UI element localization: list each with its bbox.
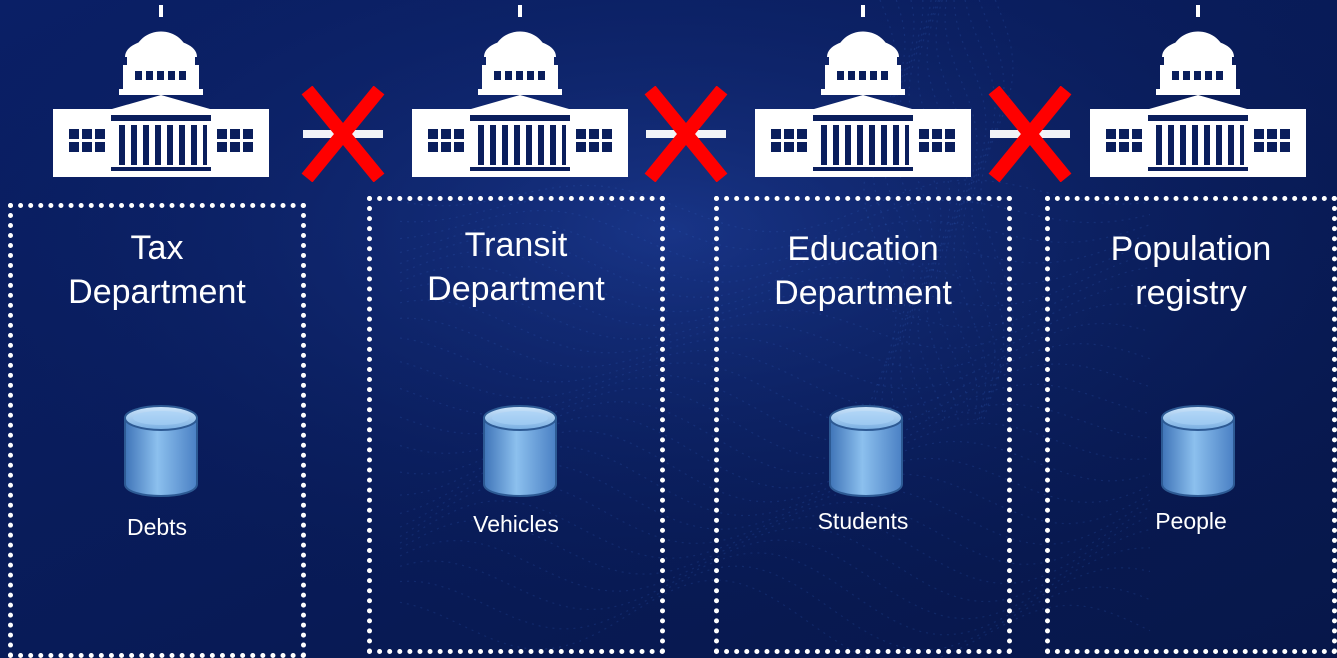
- background-wave-line: [944, 0, 978, 421]
- background-wave-line: [399, 236, 1151, 298]
- background-wave-line: [399, 250, 1151, 313]
- database-cylinder-icon: [1161, 405, 1235, 497]
- background-wave-line: [908, 0, 942, 421]
- background-wave-line: [881, 0, 915, 421]
- background-wave-line: [399, 197, 1151, 251]
- background-wave-line: [399, 400, 1151, 475]
- database-label: Vehicles: [473, 511, 559, 537]
- background-wave-line: [917, 0, 951, 421]
- background-wave-line: [890, 0, 924, 421]
- government-building-icon: [1090, 5, 1306, 177]
- red-cross-icon: [984, 86, 1076, 182]
- department-title: Tax Department: [68, 229, 246, 311]
- background-wave-line: [971, 0, 1005, 421]
- background-wave-line: [962, 0, 996, 421]
- background-wave-line: [399, 430, 1151, 504]
- background-wave-line: [399, 387, 1151, 460]
- department-box-transit: Transit Department Vehicles: [367, 196, 665, 654]
- background-wave-line: [872, 0, 906, 421]
- department-title: Education Department: [774, 230, 952, 312]
- department-box-education: Education Department Students: [714, 196, 1012, 654]
- government-building-icon: [412, 5, 628, 177]
- background-wave-line: [399, 579, 1151, 658]
- background-wave-line: [399, 552, 1151, 636]
- database-cylinder-icon: [829, 405, 903, 497]
- department-box-population: Population registry People: [1045, 196, 1337, 654]
- background-wave-line: [399, 179, 1151, 233]
- government-building-icon: [755, 5, 971, 177]
- background-wave-line: [863, 0, 897, 421]
- department-title: Population registry: [1110, 230, 1272, 312]
- background-wave-line: [935, 0, 969, 421]
- background-wave-line: [899, 0, 933, 421]
- department-title: Transit Department: [427, 226, 605, 308]
- database-label: Debts: [126, 514, 188, 540]
- database-label: Students: [817, 508, 909, 534]
- database-cylinder-icon: [483, 405, 557, 497]
- background-wave-line: [980, 0, 1014, 421]
- department-box-tax: Tax Department Debts: [8, 203, 306, 658]
- database-cylinder-icon: [124, 405, 198, 497]
- background-wave-line: [399, 374, 1151, 444]
- red-cross-icon: [297, 86, 389, 182]
- background-wave-line: [926, 0, 960, 421]
- background-wave-line: [399, 361, 1151, 427]
- database-label: People: [1155, 508, 1227, 534]
- government-building-icon: [53, 5, 269, 177]
- red-cross-icon: [640, 86, 732, 182]
- background-wave-line: [953, 0, 987, 421]
- background-wave-line: [399, 519, 1151, 603]
